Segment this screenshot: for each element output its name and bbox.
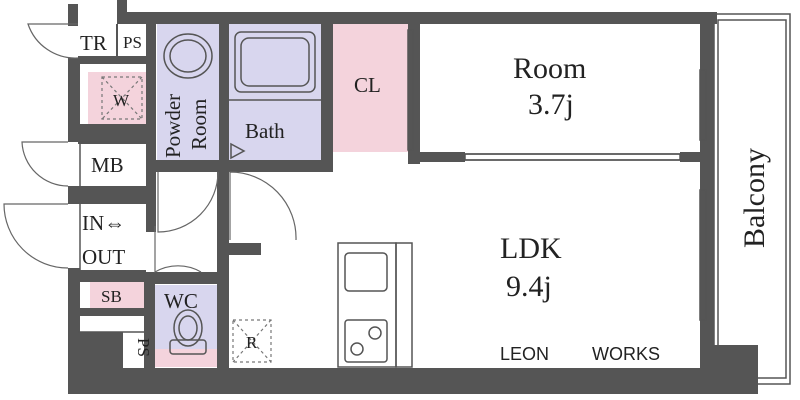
wall-left-mid	[68, 186, 80, 204]
brand-label-2: WORKS	[592, 344, 660, 364]
wall-room-bottom	[420, 152, 465, 162]
window-ldk	[699, 189, 707, 321]
wall-sb-top	[78, 270, 146, 282]
wall-w-bottom	[78, 124, 146, 144]
bath-drain-marker	[230, 142, 246, 160]
sb-label: SB	[101, 287, 122, 306]
bathtub	[234, 31, 316, 93]
wc-floor-fill	[155, 349, 217, 367]
room-name-label: Room	[513, 52, 586, 85]
bath-label: Bath	[245, 119, 285, 143]
wall-tr-top	[117, 0, 127, 24]
door-swing-wc	[154, 226, 202, 274]
wall-right-bottom-block	[700, 345, 758, 394]
wall-left-upper	[68, 58, 80, 142]
toilet-seat	[178, 315, 198, 341]
wall-hall-stub	[229, 243, 261, 255]
balcony-label: Balcony	[738, 148, 771, 248]
wall-tr-bottom	[78, 56, 146, 64]
washer-x2	[101, 76, 143, 120]
door-swing-tr	[27, 23, 79, 59]
wash-basin-inner	[169, 39, 207, 73]
brand-label-1: LEON	[500, 344, 549, 364]
in-out-label-2: OUT	[82, 245, 125, 269]
wall-powder-bath	[219, 24, 229, 166]
door-swing-entry	[3, 203, 69, 269]
cl-label: CL	[354, 73, 381, 97]
wall-bath-cl	[321, 24, 333, 166]
wall-cl-room	[408, 24, 420, 164]
in-out-label-1: IN⇔	[82, 211, 125, 235]
fridge-space	[232, 319, 272, 363]
wall-mb-bottom	[78, 186, 146, 204]
bathtub-inner	[240, 37, 310, 87]
room-size-label: 3.7j	[528, 88, 574, 121]
wall-wc-top	[146, 272, 229, 284]
cl-sliding-door	[407, 29, 414, 151]
wall-entry-column	[146, 24, 156, 160]
washer-space	[101, 76, 143, 120]
washer-x1	[101, 76, 143, 120]
wall-wc-right	[217, 272, 229, 368]
powder-room-label-2: Room	[187, 99, 211, 150]
powder-room-label-1: Powder	[161, 94, 185, 158]
wall-bottom	[68, 368, 718, 394]
kitchen-counter-edge	[395, 242, 413, 368]
wall-wc-left	[144, 272, 155, 368]
kitchen-stove	[344, 319, 388, 363]
sb-fill	[90, 282, 144, 308]
wall-entry-mid	[146, 172, 156, 232]
powder-room-fill	[157, 24, 219, 160]
mb-label: MB	[91, 153, 124, 177]
wall-right	[700, 12, 714, 394]
wall-top	[117, 12, 717, 24]
wall-bath-bottom	[146, 160, 333, 172]
wall-hall-right	[217, 172, 229, 272]
wall-sb-bottom	[78, 308, 146, 316]
ps-top-label: PS	[123, 33, 142, 52]
wash-basin	[163, 33, 213, 79]
ldk-name-label: LDK	[500, 232, 562, 265]
kitchen-sink	[344, 252, 388, 292]
w-fill	[88, 72, 146, 124]
ldk-size-label: 9.4j	[506, 270, 552, 303]
wall-top-left	[68, 4, 78, 26]
door-swing-powder	[157, 171, 219, 233]
stove-burner-1	[350, 342, 364, 356]
cl-fill	[333, 24, 408, 152]
toilet-bowl	[173, 309, 203, 347]
w-label: W	[113, 91, 130, 110]
wall-right-notch	[680, 152, 714, 162]
window-room	[699, 69, 707, 141]
door-swing-mb	[21, 141, 69, 187]
tr-label: TR	[80, 31, 107, 55]
door-swing-hall	[229, 171, 297, 241]
wc-label: WC	[164, 289, 198, 313]
r-label: R	[246, 333, 258, 352]
room-ldk-sliding-door	[464, 153, 681, 161]
ps-bottom-label: PS	[134, 338, 153, 357]
stove-burner-2	[368, 326, 382, 340]
wall-bottom-left-block	[68, 332, 123, 394]
